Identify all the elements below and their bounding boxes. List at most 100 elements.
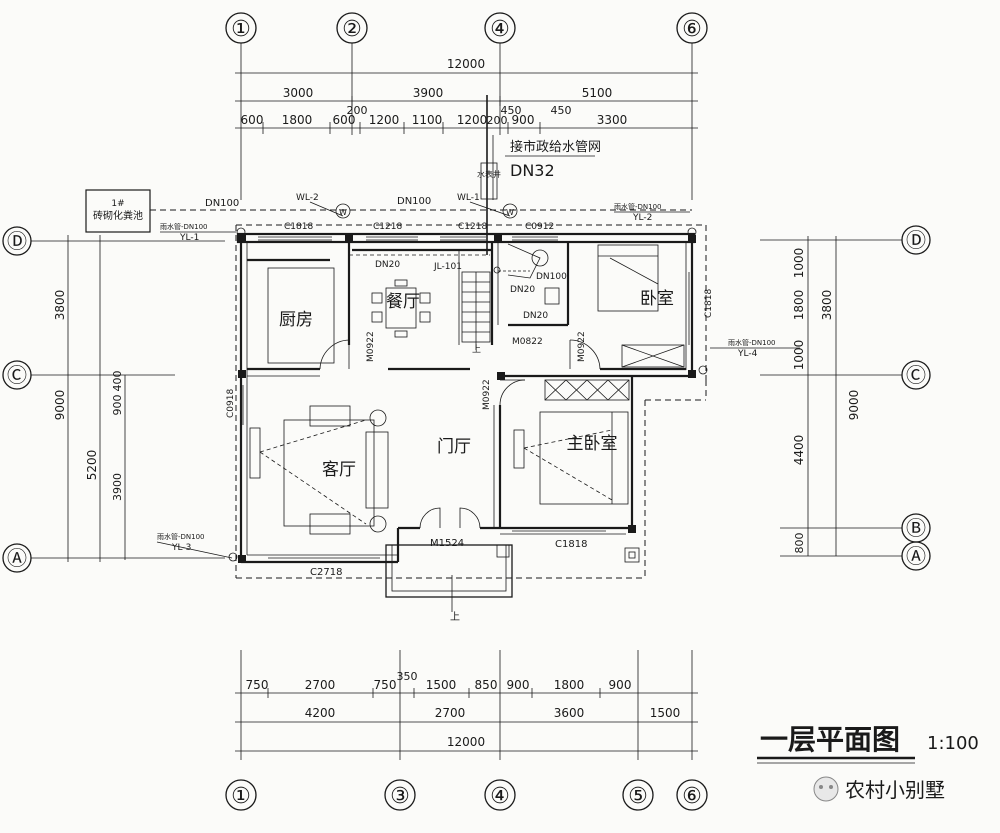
dining-set: [371, 279, 431, 338]
dim-top-200b: 200: [487, 114, 508, 127]
window-c1818-top: C1818: [284, 222, 313, 232]
window-c1218-a: C1218: [373, 222, 402, 232]
dn100-label-c: DN100: [536, 272, 567, 282]
dim-top-total: 12000: [447, 57, 485, 71]
axis-label-right-d: Ⓓ: [906, 228, 926, 252]
window-c1218-b: C1218: [458, 222, 487, 232]
dim-left-400: 400: [111, 371, 124, 392]
axis-label-right-a: Ⓐ: [906, 544, 926, 568]
dim-left-5200: 5200: [85, 450, 99, 481]
dn100-label-b: DN100: [397, 196, 431, 207]
dim-top-200: 200: [347, 104, 368, 117]
yl2-prefix: 雨水管-DN100: [614, 202, 662, 211]
room-dining: 餐厅: [386, 292, 420, 312]
building-walls: [236, 232, 696, 598]
dim-bottom-1500a: 1500: [426, 678, 457, 692]
dim-right-4400: 4400: [792, 435, 806, 466]
yl3-prefix: 雨水管-DN100: [157, 532, 205, 541]
bottom-dimensions: 350 750 2700 750 1500 850 900 1800 900 4…: [235, 650, 698, 760]
bottom-axis-bubbles: ① ③ ④ ⑤ ⑥: [225, 779, 708, 811]
title-main: 一层平面图: [760, 723, 900, 756]
dim-bottom-900b: 900: [609, 678, 632, 692]
dim-top-3000: 3000: [283, 86, 314, 100]
title-scale: 1:100: [927, 733, 979, 754]
yl2-label: YL-2: [632, 213, 652, 223]
windows: [242, 236, 690, 559]
dim-top-1200a: 1200: [369, 113, 400, 127]
dim-top-5100: 5100: [582, 86, 613, 100]
yl1-label: YL-1: [179, 233, 199, 243]
septic-number: 1#: [111, 199, 124, 209]
dim-bottom-1500b: 1500: [650, 706, 681, 720]
water-supply: 接市政给水管网 DN32 水表井: [477, 95, 601, 255]
room-foyer: 门厅: [437, 437, 471, 457]
door-m0922-kitchen: M0922: [366, 331, 376, 362]
dn100-label-a: DN100: [205, 198, 239, 209]
right-dimensions: 1000 1800 1000 4400 800 3800 9000: [792, 236, 861, 556]
dim-top-1800: 1800: [282, 113, 313, 127]
dim-right-800: 800: [793, 533, 806, 554]
drain-pipes: DN100 DN100 WL-2 WL-1 W W 雨水管-DN100 YL-1…: [150, 193, 800, 579]
watermark-text: 农村小别墅: [845, 778, 945, 802]
door-m0922-master: M0922: [482, 379, 492, 410]
axis-label-right-c: Ⓒ: [906, 363, 926, 387]
axis-label-bottom-6: ⑥: [682, 784, 702, 809]
axis-label-left-d: Ⓓ: [7, 229, 27, 253]
wechat-logo-icon: [813, 776, 839, 802]
top-dimensions: 12000 3000 3900 5100 200 450 450 600 180…: [235, 57, 698, 134]
w-marker-2: W: [506, 208, 514, 217]
stair-up-label: 上: [472, 344, 481, 355]
dim-top-600a: 600: [241, 113, 264, 127]
dim-bottom-750b: 750: [374, 678, 397, 692]
bathroom-fixtures: [493, 243, 560, 305]
axis-label-left-c: Ⓒ: [7, 363, 27, 387]
yl4-prefix: 雨水管-DN100: [728, 338, 776, 347]
living-furniture: [249, 405, 389, 535]
window-c1818-right: C1818: [704, 289, 714, 318]
yl3-label: YL-3: [171, 543, 191, 553]
window-c1818-bottom: C1818: [555, 539, 587, 550]
watermark: 农村小别墅: [813, 776, 945, 802]
dim-bottom-850: 850: [475, 678, 498, 692]
supply-size: DN32: [510, 161, 555, 180]
axis-label-right-b: Ⓑ: [906, 516, 926, 540]
dim-top-450a: 450: [501, 104, 522, 117]
dn20-label-b: DN20: [510, 285, 535, 295]
doors: [319, 339, 601, 529]
axis-label-top-4: ④: [490, 17, 510, 42]
dim-bottom-4200: 4200: [305, 706, 336, 720]
dim-right-9000: 9000: [847, 390, 861, 421]
dim-bottom-2700b: 2700: [435, 706, 466, 720]
dim-bottom-2700a: 2700: [305, 678, 336, 692]
yl1-prefix: 雨水管-DN100: [160, 222, 208, 231]
supply-label: 接市政给水管网: [510, 139, 601, 155]
dim-right-1000b: 1000: [792, 340, 806, 371]
dn20-label-c: DN20: [523, 311, 548, 321]
dim-top-1200b: 1200: [457, 113, 488, 127]
axis-label-bottom-4: ④: [490, 784, 510, 809]
wl1-label: WL-1: [457, 193, 480, 203]
dim-top-3300: 3300: [597, 113, 628, 127]
dim-bottom-total: 12000: [447, 735, 485, 749]
dim-left-900: 900: [111, 395, 124, 416]
septic-tank: 1# 砖砌化粪池: [85, 189, 151, 233]
room-kitchen: 厨房: [279, 310, 313, 330]
left-axis-bubbles: Ⓓ Ⓒ Ⓐ: [2, 226, 225, 573]
window-c2718: C2718: [310, 567, 342, 578]
window-c0918: C0918: [226, 389, 236, 418]
jl101-label: JL-101: [433, 262, 462, 272]
bedroom-bed: [597, 244, 685, 368]
dim-bottom-750a: 750: [246, 678, 269, 692]
dim-right-1000a: 1000: [792, 248, 806, 279]
kitchen-counter: [267, 267, 335, 364]
dim-bottom-1800: 1800: [554, 678, 585, 692]
top-axis-bubbles: ① ② ④ ⑥: [225, 12, 708, 44]
septic-label: 砖砌化粪池: [93, 209, 143, 222]
dim-top-450b: 450: [551, 104, 572, 117]
dim-left-3800: 3800: [53, 290, 67, 321]
dim-top-600b: 600: [333, 113, 356, 127]
door-m1524: M1524: [430, 538, 464, 549]
dim-right-1800: 1800: [792, 290, 806, 321]
dim-bottom-900a: 900: [507, 678, 530, 692]
